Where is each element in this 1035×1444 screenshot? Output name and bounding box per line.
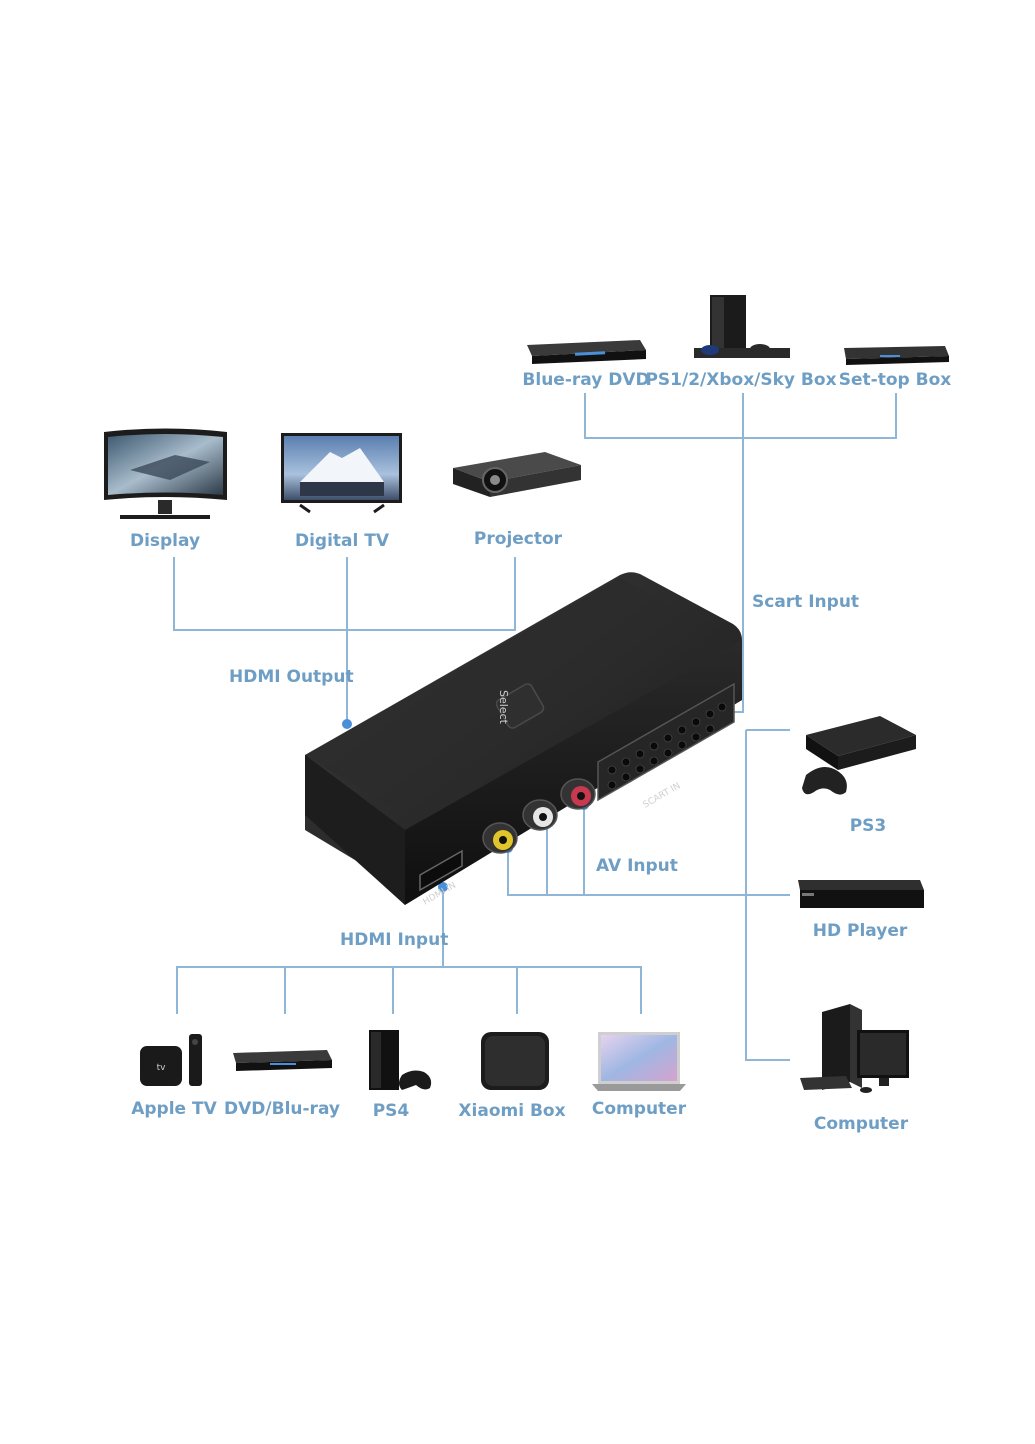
rca-yellow-jack [482,822,518,854]
select-label: Select [497,690,510,725]
hdmi-source-label-apple-tv: Apple TV [131,1099,217,1119]
output-label-display: Display [129,531,201,551]
av-input-line-yellow [507,848,790,896]
scart-source-label-bluray: Blue-ray DVD [522,370,650,390]
monitor-icon [104,428,227,519]
laptop-icon [592,1032,686,1091]
scart-input-line [584,393,897,439]
ps3-console-icon [802,716,916,795]
scart-hdmi-converter: Select SCART IN [305,572,742,908]
av-input-trunk [745,729,790,1061]
game-console-icon [694,295,790,358]
connector-label-hdmi-input: HDMI Input [340,930,449,950]
av-source-label-computer: Computer [813,1114,909,1134]
scart-source-label-console: PS1/2/Xbox/Sky Box [645,370,837,390]
scart-source-label-settop: Set-top Box [838,370,952,390]
rca-jacks [482,778,596,854]
output-label-projector: Projector [473,529,563,549]
connector-label-av-input: AV Input [596,856,678,876]
settop-box-icon [844,346,949,365]
rca-white-jack [522,799,558,831]
ps4-console-icon [369,1030,432,1090]
hdmi-source-label-ps4: PS4 [372,1101,410,1121]
hdmi-source-label-dvd: DVD/Blu-ray [224,1099,340,1119]
hdmi-source-label-computer: Computer [591,1099,687,1119]
desktop-computer-icon [800,1004,909,1093]
av-source-label-ps3: PS3 [849,816,887,836]
bluray-player-icon [527,340,646,364]
output-label-digital-tv: Digital TV [294,531,390,551]
select-button: Select [495,683,545,729]
hdmi-output-line [173,557,516,631]
projector-icon [453,452,581,497]
connector-label-hdmi-output: HDMI Output [229,667,354,687]
hd-player-icon [798,880,924,908]
rca-red-jack [560,778,596,810]
av-source-label-hd-player: HD Player [812,921,908,941]
scart-in-marking: SCART IN [642,781,683,810]
dvd-player-icon [233,1050,332,1071]
connection-lines [173,393,897,1061]
apple-tv-icon: tv [140,1034,202,1086]
hdmi-input-line [176,966,642,1014]
hdmi-source-label-xiaomi: Xiaomi Box [458,1101,566,1121]
tv-icon [281,433,402,514]
connector-label-scart-input: Scart Input [752,592,860,612]
xiaomi-box-icon [481,1032,549,1090]
svg-text:tv: tv [157,1063,167,1073]
